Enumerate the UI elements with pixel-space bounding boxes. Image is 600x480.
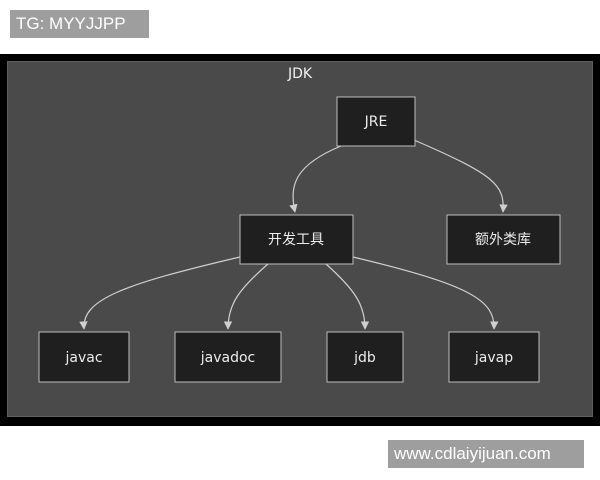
edge-jre-extlib — [413, 139, 508, 213]
node-extlib: 额外类库 — [446, 214, 561, 265]
edge-devtools-javac — [79, 256, 241, 330]
node-jre-label: JRE — [364, 114, 388, 130]
node-jre: JRE — [336, 96, 416, 147]
node-javap-label: javap — [474, 350, 513, 366]
node-jdb: jdb — [326, 331, 404, 383]
edge-devtools-jdb — [325, 263, 370, 330]
node-javap: javap — [448, 331, 540, 383]
watermark-top: TG: MYYJJPP — [10, 10, 149, 38]
node-javac-label: javac — [64, 350, 102, 366]
node-javac: javac — [38, 331, 130, 383]
node-devtools: 开发工具 — [239, 214, 354, 265]
edges — [79, 139, 508, 330]
node-jdb-label: jdb — [353, 350, 376, 366]
watermark-bottom: www.cdlaiyijuan.com — [388, 440, 584, 468]
node-extlib-label: 额外类库 — [475, 232, 531, 248]
node-javadoc-label: javadoc — [200, 350, 255, 366]
node-javadoc: javadoc — [174, 331, 282, 383]
edge-devtools-javap — [352, 256, 499, 330]
diagram-title: JDK — [287, 66, 313, 82]
edge-jre-devtools — [289, 145, 342, 213]
node-devtools-label: 开发工具 — [268, 232, 324, 248]
edge-devtools-javadoc — [223, 263, 269, 330]
